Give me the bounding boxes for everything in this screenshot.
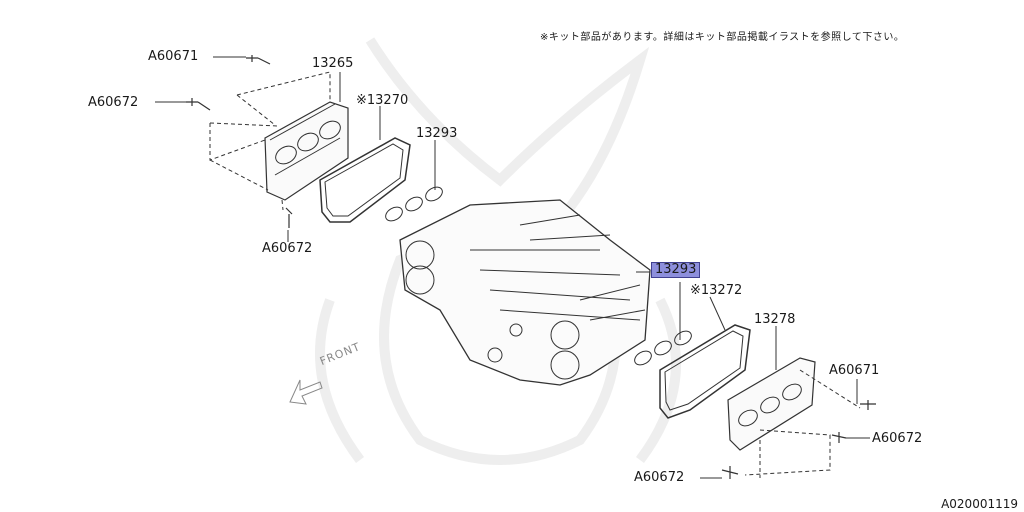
label-13293-top[interactable]: 13293 — [416, 126, 458, 141]
o-rings-top — [385, 186, 443, 222]
gasket-13270 — [319, 137, 411, 223]
gasket-13272 — [659, 324, 751, 419]
kit-parts-note: ※キット部品があります。詳細はキット部品掲載イラストを参照して下さい。 — [540, 32, 905, 43]
label-13272[interactable]: ※13272 — [690, 283, 743, 298]
label-13265[interactable]: 13265 — [312, 56, 354, 71]
leader-lines — [155, 56, 870, 479]
label-a60671-right[interactable]: A60671 — [829, 363, 880, 378]
bolt-icon — [186, 55, 876, 479]
label-13278[interactable]: 13278 — [754, 312, 796, 327]
label-13270[interactable]: ※13270 — [356, 93, 409, 108]
valve-cover-right — [727, 357, 816, 451]
label-a60672-bottom[interactable]: A60672 — [634, 470, 685, 485]
label-a60672-left[interactable]: A60672 — [262, 241, 313, 256]
label-a60671-top[interactable]: A60671 — [148, 49, 199, 64]
diagram-code: A020001119 — [941, 497, 1018, 511]
front-arrow-icon — [289, 379, 323, 405]
label-a60672-top[interactable]: A60672 — [88, 95, 139, 110]
label-a60672-right[interactable]: A60672 — [872, 431, 923, 446]
assembly-lines-right — [744, 369, 861, 478]
cylinder-head-engine — [399, 199, 651, 386]
assembly-lines-left — [209, 71, 331, 211]
valve-cover-left — [264, 101, 349, 201]
label-13293-selected[interactable]: 13293 — [651, 262, 701, 278]
